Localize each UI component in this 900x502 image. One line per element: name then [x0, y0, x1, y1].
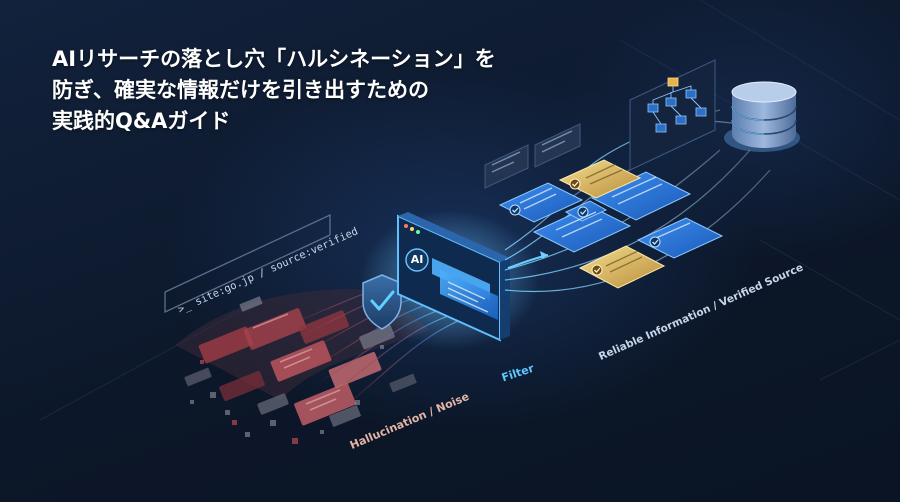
reliable-cards — [498, 159, 724, 289]
database-icon — [724, 81, 800, 152]
search-query-frame — [164, 213, 331, 314]
headline-line-3: 実践的Q&Aガイド — [52, 109, 231, 133]
check-badge-icon — [509, 178, 661, 276]
shield-check-icon — [362, 274, 402, 330]
ai-badge-label: AI — [410, 253, 424, 266]
headline-line-1: AIリサーチの落とし穴「ハルシネーション」を — [52, 47, 496, 71]
headline-line-2: 防ぎ、確実な情報だけを引き出すための — [52, 78, 429, 102]
ai-filter-device — [397, 212, 510, 342]
headline: AIリサーチの落とし穴「ハルシネーション」を 防ぎ、確実な情報だけを引き出すため… — [52, 44, 652, 137]
noise-fragments — [175, 289, 430, 444]
output-arrow — [507, 251, 549, 269]
context-panels — [484, 123, 581, 189]
hierarchy-diagram-icon — [629, 59, 716, 171]
